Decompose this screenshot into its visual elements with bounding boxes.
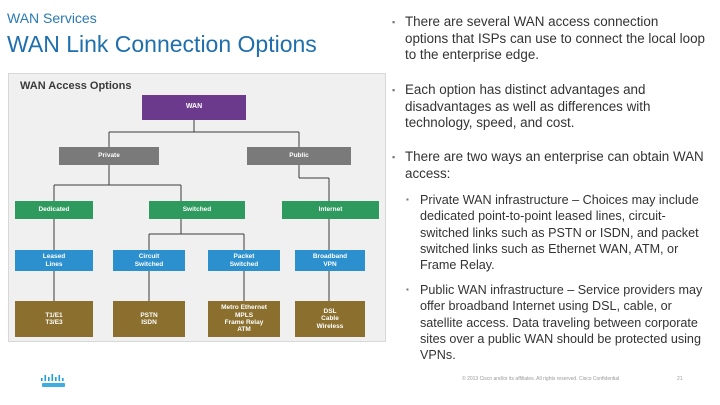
cisco-logo bbox=[41, 374, 65, 387]
bullet-text: There are two ways an enterprise can obt… bbox=[405, 149, 704, 181]
node-metro-ethernet: Metro Ethernet MPLS Frame Relay ATM bbox=[208, 301, 280, 337]
node-dedicated: Dedicated bbox=[15, 201, 93, 219]
node-wan: WAN bbox=[142, 95, 246, 120]
node-pstn-isdn: PSTN ISDN bbox=[113, 301, 185, 337]
wan-access-diagram: WAN Access Options WAN Private Public De… bbox=[8, 73, 386, 342]
bullet-mark: ▪ bbox=[406, 285, 409, 294]
node-switched: Switched bbox=[149, 201, 245, 219]
node-leased-lines: Leased Lines bbox=[15, 250, 93, 271]
bullet-mark: ▪ bbox=[392, 85, 396, 95]
footer-copyright: © 2013 Cisco and/or its affiliates. All … bbox=[462, 376, 620, 382]
sub-bullet-text: Private WAN infrastructure – Choices may… bbox=[420, 193, 699, 273]
node-private: Private bbox=[59, 147, 159, 165]
node-packet-switched: Packet Switched bbox=[208, 250, 280, 271]
node-broadband-vpn: Broadband VPN bbox=[295, 250, 365, 271]
sub-bullet-text: Public WAN infrastructure – Service prov… bbox=[420, 283, 703, 363]
section-label: WAN Services bbox=[7, 10, 97, 26]
node-internet: Internet bbox=[282, 201, 379, 219]
slide-title: WAN Link Connection Options bbox=[7, 31, 317, 57]
node-circuit-switched: Circuit Switched bbox=[113, 250, 185, 271]
bullet-mark: ▪ bbox=[392, 152, 396, 162]
page-number: 21 bbox=[677, 376, 683, 382]
diagram-connectors bbox=[53, 120, 330, 301]
diagram-title: WAN Access Options bbox=[20, 80, 132, 92]
node-t1-t3: T1/E1 T3/E3 bbox=[15, 301, 93, 337]
node-dsl-cable: DSL Cable Wireless bbox=[295, 301, 365, 337]
node-public: Public bbox=[247, 147, 351, 165]
bullet-text: Each option has distinct advantages and … bbox=[405, 82, 651, 130]
bullet-text: There are several WAN access connection … bbox=[405, 14, 705, 62]
bullet-mark: ▪ bbox=[406, 195, 409, 204]
bullet-mark: ▪ bbox=[392, 17, 396, 27]
